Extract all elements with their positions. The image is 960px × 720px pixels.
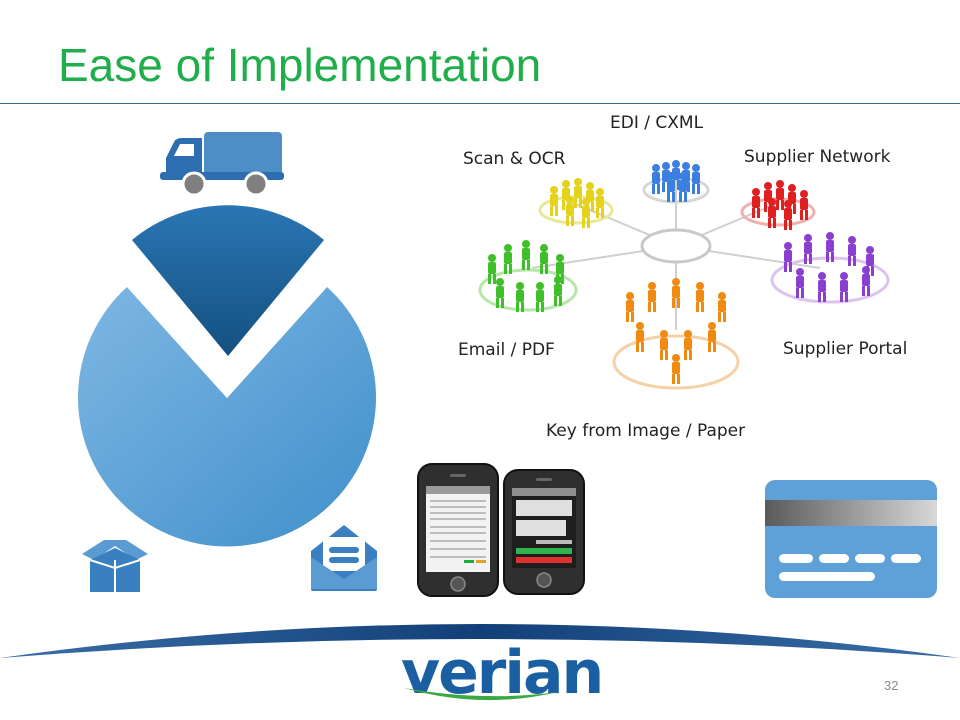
label-edi-cxml: EDI / CXML (610, 113, 704, 133)
label-key-from-image-paper: Key from Image / Paper (546, 421, 746, 441)
package-box-icon (82, 540, 148, 592)
mobile-phones-icon (417, 463, 585, 597)
mail-envelope-icon (311, 525, 377, 591)
slide-title: Ease of Implementation (58, 39, 542, 91)
label-supplier-portal: Supplier Portal (783, 339, 908, 359)
label-scan-ocr: Scan & OCR (463, 149, 566, 169)
title-divider (0, 103, 960, 104)
footer-swoosh (0, 624, 960, 658)
logo-swoosh (404, 688, 558, 701)
label-email-pdf: Email / PDF (458, 340, 555, 360)
people-network-icon (478, 160, 890, 390)
credit-card-icon (765, 480, 937, 598)
delivery-truck-icon (160, 132, 284, 197)
pie-graphic (77, 205, 377, 547)
label-supplier-network: Supplier Network (744, 147, 891, 167)
slide-number: 32 (884, 678, 899, 693)
